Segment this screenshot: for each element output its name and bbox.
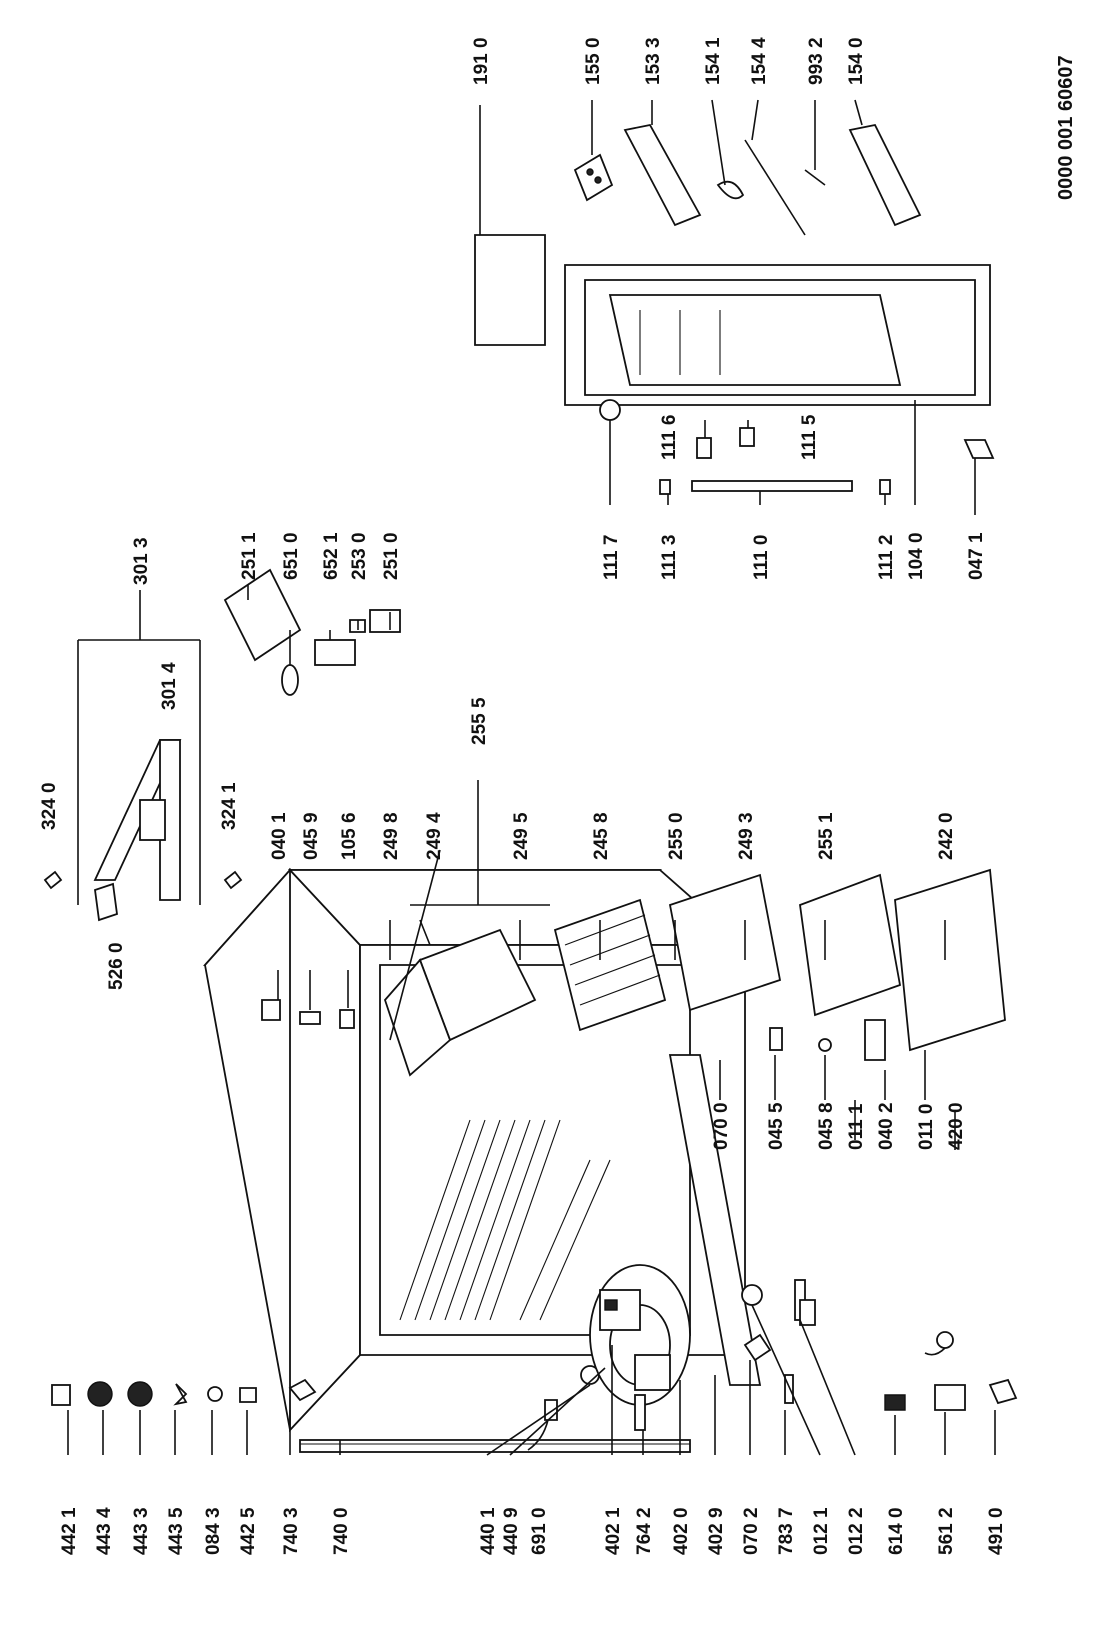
label-443-4: 443 4	[94, 1507, 115, 1555]
label-040-2: 040 2	[876, 1102, 897, 1150]
label-070-0: 070 0	[711, 1102, 732, 1150]
label-111-0: 111 0	[751, 535, 772, 580]
label-012-1: 012 1	[811, 1507, 832, 1555]
label-253-0: 253 0	[349, 532, 370, 580]
label-402-9: 402 9	[706, 1507, 727, 1555]
label-153-3: 153 3	[643, 37, 664, 85]
document-number: 0000 001 60607	[1055, 55, 1077, 200]
label-111-2: 111 2	[876, 535, 897, 580]
label-154-0: 154 0	[846, 37, 867, 85]
label-251-0: 251 0	[381, 532, 402, 580]
parts-drawings	[43, 123, 1018, 1453]
label-764-2: 764 2	[634, 1507, 655, 1555]
label-614-0: 614 0	[886, 1507, 907, 1555]
shelves-drawing	[383, 849, 1006, 1077]
label-740-3: 740 3	[281, 1507, 302, 1555]
label-111-5: 111 5	[799, 414, 820, 460]
label-652-1: 652 1	[321, 532, 342, 580]
label-111-6: 111 6	[659, 415, 680, 460]
label-442-1: 442 1	[59, 1507, 80, 1555]
label-040-1: 040 1	[269, 812, 290, 860]
label-070-2: 070 2	[741, 1507, 762, 1555]
label-691-0: 691 0	[529, 1507, 550, 1555]
label-651-0: 651 0	[281, 532, 302, 580]
label-045-5: 045 5	[766, 1102, 787, 1150]
label-154-1: 154 1	[703, 37, 724, 85]
door-bins-drawing	[573, 123, 922, 236]
label-249-8: 249 8	[381, 812, 402, 860]
label-443-3: 443 3	[131, 1507, 152, 1555]
label-047-1: 047 1	[966, 532, 987, 580]
light-housing-drawing	[43, 739, 243, 922]
label-993-2: 993 2	[806, 37, 827, 85]
door-drawing	[474, 234, 995, 495]
label-440-1: 440 1	[478, 1507, 499, 1555]
label-154-4: 154 4	[749, 37, 770, 85]
label-301-4: 301 4	[159, 662, 180, 710]
cabinet-drawing	[202, 867, 762, 1453]
compressor-drawing	[589, 1264, 691, 1406]
label-526-0: 526 0	[106, 942, 127, 990]
label-249-4: 249 4	[424, 812, 445, 860]
label-155-0: 155 0	[583, 37, 604, 85]
label-440-9: 440 9	[501, 1507, 522, 1555]
label-245-8: 245 8	[591, 812, 612, 860]
label-251-1: 251 1	[239, 532, 260, 580]
label-242-0: 242 0	[936, 812, 957, 860]
label-740-0: 740 0	[331, 1507, 352, 1555]
label-783-7: 783 7	[776, 1507, 797, 1555]
label-443-5: 443 5	[166, 1507, 187, 1555]
label-045-9: 045 9	[301, 812, 322, 860]
label-324-1: 324 1	[219, 782, 240, 830]
part-labels: 442 1 443 4 443 3 443 5 084 3 442 5 740 …	[39, 37, 1077, 1555]
hinge-parts	[261, 999, 954, 1356]
label-402-1: 402 1	[603, 1507, 624, 1555]
label-324-0: 324 0	[39, 782, 60, 830]
label-111-7: 111 7	[601, 535, 622, 580]
label-249-5: 249 5	[511, 812, 532, 860]
label-105-6: 105 6	[339, 812, 360, 860]
label-561-2: 561 2	[936, 1507, 957, 1555]
label-011-1: 011 1	[846, 1103, 867, 1150]
electrical-drawing	[223, 568, 401, 696]
label-249-3: 249 3	[736, 812, 757, 860]
label-045-8: 045 8	[816, 1102, 837, 1150]
label-012-2: 012 2	[846, 1507, 867, 1555]
label-191-0: 191 0	[471, 37, 492, 85]
label-104-0: 104 0	[906, 532, 927, 580]
label-255-1: 255 1	[816, 812, 837, 860]
label-084-3: 084 3	[203, 1507, 224, 1555]
label-111-3: 111 3	[659, 535, 680, 580]
leader-lines	[67, 99, 996, 1456]
label-420-0: 420 0	[946, 1102, 967, 1150]
label-442-5: 442 5	[238, 1507, 259, 1555]
label-255-5: 255 5	[469, 697, 490, 745]
label-402-0: 402 0	[671, 1507, 692, 1555]
label-301-3: 301 3	[131, 537, 152, 585]
label-491-0: 491 0	[986, 1507, 1007, 1555]
label-255-0: 255 0	[666, 812, 687, 860]
label-011-0: 011 0	[916, 1104, 937, 1151]
